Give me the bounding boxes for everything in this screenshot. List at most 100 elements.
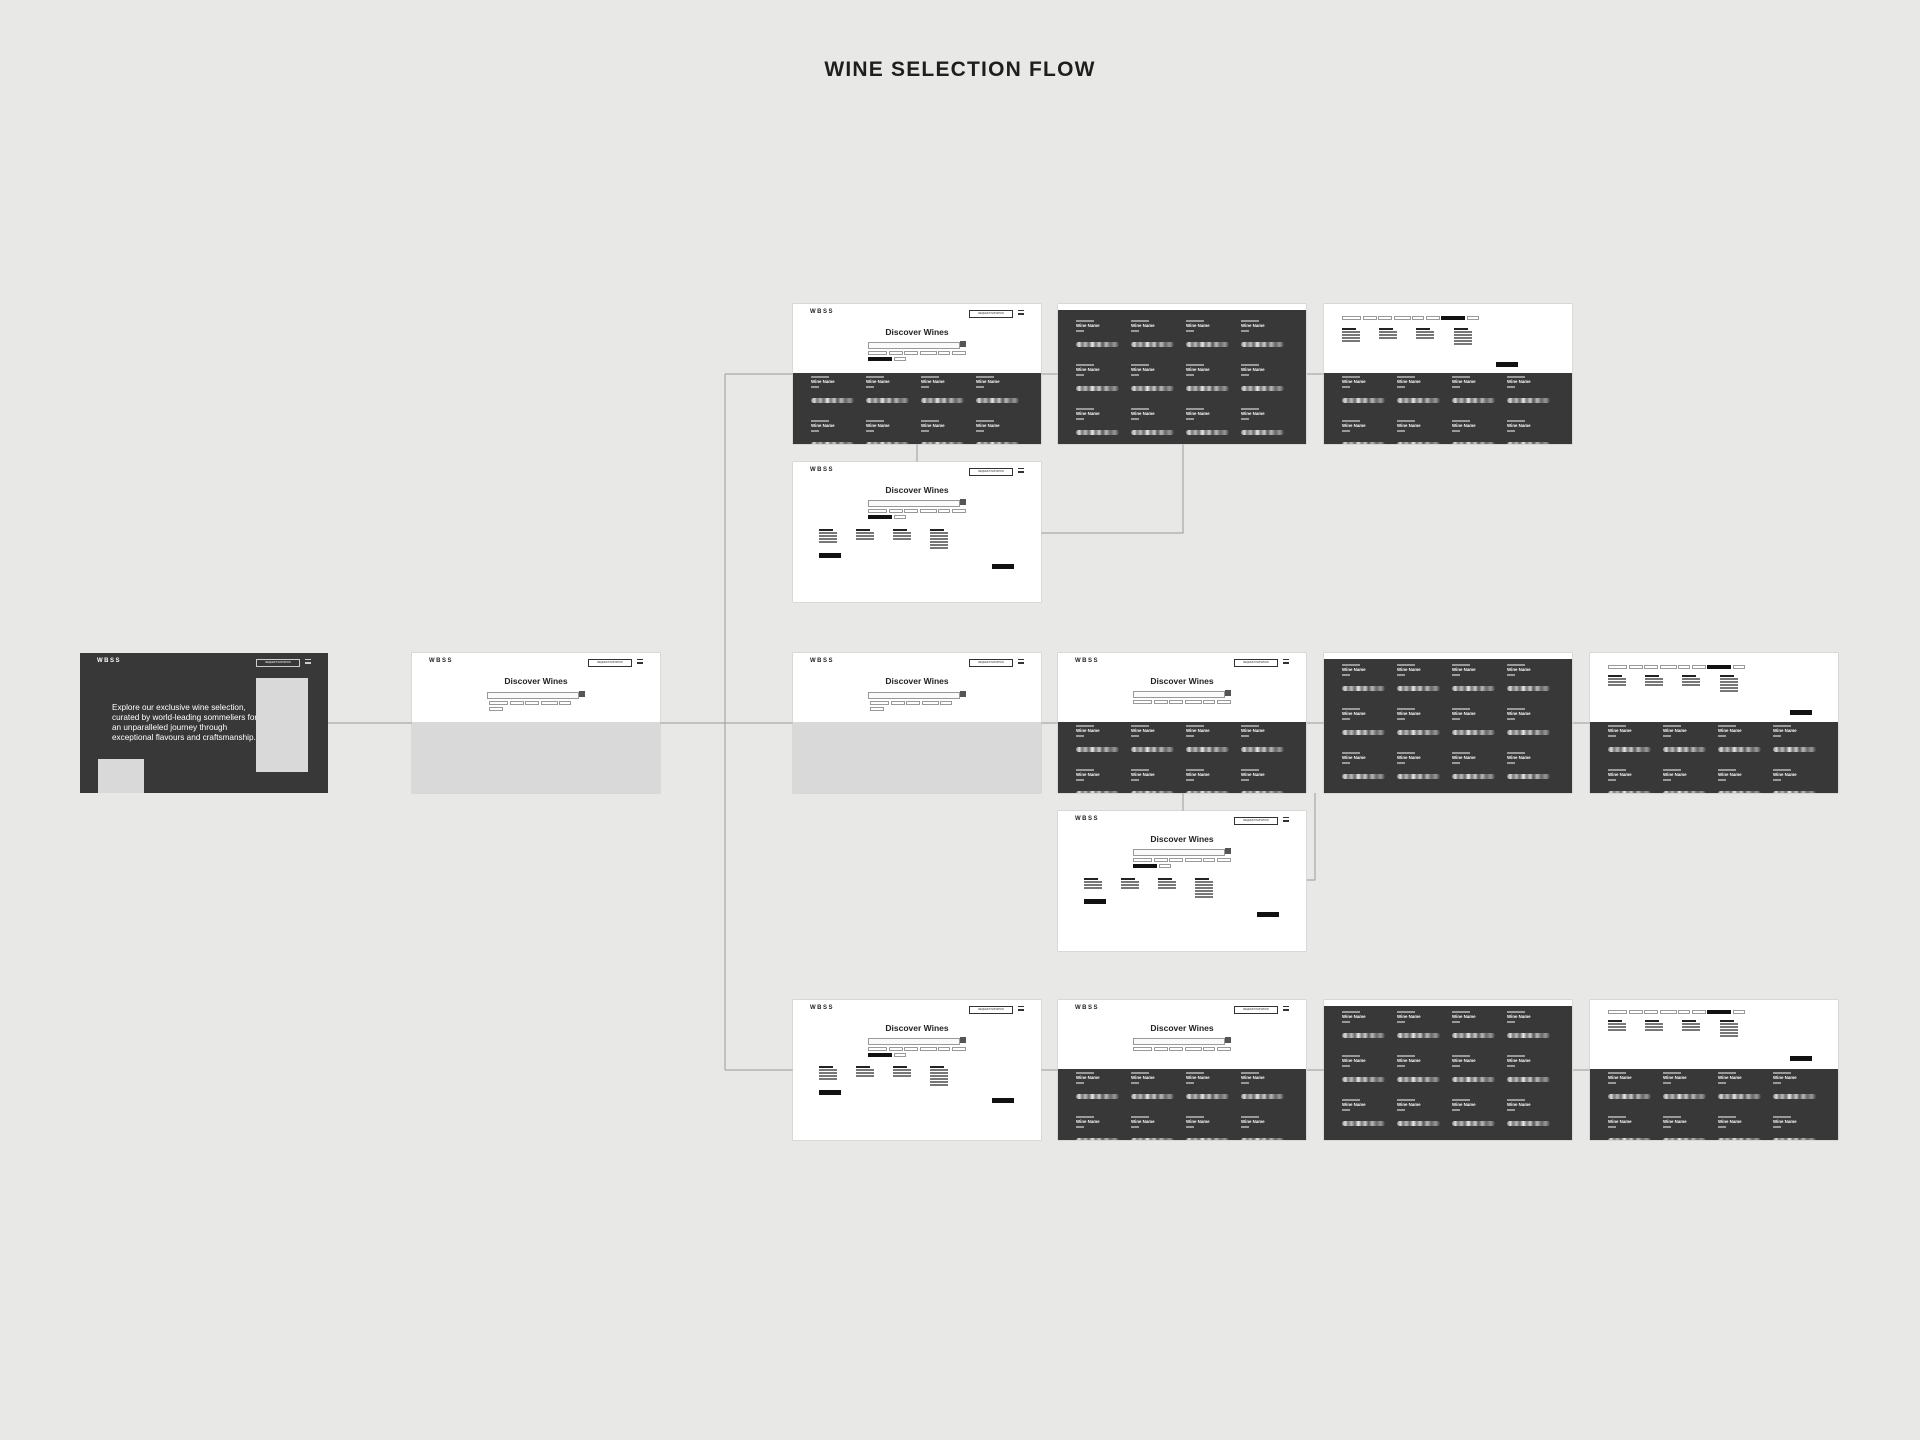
- apply-button[interactable]: [1496, 362, 1518, 367]
- wine-card[interactable]: Wine Name: [1773, 722, 1820, 766]
- filter-column[interactable]: [930, 529, 948, 549]
- filter-column[interactable]: [1195, 878, 1213, 898]
- filter-column[interactable]: [1416, 328, 1434, 339]
- wine-card[interactable]: Wine Name: [1507, 749, 1554, 793]
- wine-card[interactable]: Wine Name: [1342, 749, 1389, 793]
- wine-card[interactable]: Wine Name: [1397, 417, 1444, 444]
- wine-card[interactable]: Wine Name: [1342, 705, 1389, 749]
- search-icon[interactable]: [960, 499, 966, 505]
- wine-card[interactable]: Wine Name: [1241, 317, 1288, 361]
- wine-card[interactable]: Wine Name: [1718, 722, 1765, 766]
- search-input[interactable]: [868, 500, 960, 507]
- filter-chips[interactable]: [1608, 1010, 1828, 1014]
- filter-column[interactable]: [1121, 878, 1139, 889]
- wine-card[interactable]: Wine Name: [1076, 361, 1123, 405]
- sticky-filter-bar[interactable]: [1058, 304, 1306, 310]
- wine-card[interactable]: Wine Name: [1241, 722, 1288, 766]
- filter-column[interactable]: [1158, 878, 1176, 889]
- search-input[interactable]: [1133, 849, 1225, 856]
- menu-icon[interactable]: [1283, 659, 1289, 664]
- filter-column[interactable]: [893, 1066, 911, 1077]
- logo[interactable]: WBSS: [810, 1005, 834, 1011]
- search-icon[interactable]: [1225, 1037, 1231, 1043]
- request-invitation-button[interactable]: REQUEST INVITATION: [969, 1006, 1013, 1014]
- search-input[interactable]: [1133, 691, 1225, 698]
- apply-button[interactable]: [1257, 912, 1279, 917]
- wine-card[interactable]: Wine Name: [1342, 373, 1389, 417]
- wine-card[interactable]: Wine Name: [921, 417, 968, 444]
- wine-card[interactable]: Wine Name: [1663, 766, 1710, 793]
- wine-card[interactable]: Wine Name: [1507, 661, 1554, 705]
- wine-card[interactable]: Wine Name: [1186, 1069, 1233, 1113]
- filter-column[interactable]: [1084, 878, 1102, 889]
- wine-card[interactable]: Wine Name: [1076, 1113, 1123, 1140]
- wine-card[interactable]: Wine Name: [1131, 766, 1178, 793]
- apply-button[interactable]: [1790, 1056, 1812, 1061]
- wine-card[interactable]: Wine Name: [1342, 661, 1389, 705]
- logo[interactable]: WBSS: [810, 658, 834, 664]
- wine-card[interactable]: Wine Name: [921, 373, 968, 417]
- sticky-filter-bar[interactable]: [1324, 1000, 1572, 1006]
- menu-icon[interactable]: [1018, 1006, 1024, 1011]
- request-invitation-button[interactable]: REQUEST INVITATION: [256, 659, 300, 667]
- wine-card[interactable]: Wine Name: [1663, 722, 1710, 766]
- wine-card[interactable]: Wine Name: [1452, 1052, 1499, 1096]
- filter-chips[interactable]: [868, 1047, 968, 1057]
- wine-card[interactable]: Wine Name: [1186, 317, 1233, 361]
- clear-filters-button[interactable]: [819, 1090, 841, 1095]
- wine-card[interactable]: Wine Name: [1663, 1069, 1710, 1113]
- filter-column[interactable]: [819, 1066, 837, 1080]
- wine-card[interactable]: Wine Name: [1718, 1069, 1765, 1113]
- wine-card[interactable]: Wine Name: [1608, 722, 1655, 766]
- apply-button[interactable]: [1790, 710, 1812, 715]
- wine-card[interactable]: Wine Name: [976, 417, 1023, 444]
- wine-card[interactable]: Wine Name: [1397, 373, 1444, 417]
- filter-chips[interactable]: [489, 701, 584, 711]
- menu-icon[interactable]: [1283, 817, 1289, 822]
- wine-card[interactable]: Wine Name: [866, 373, 913, 417]
- menu-icon[interactable]: [305, 659, 311, 664]
- request-invitation-button[interactable]: REQUEST INVITATION: [969, 310, 1013, 318]
- wine-card[interactable]: Wine Name: [1507, 1052, 1554, 1096]
- search-icon[interactable]: [960, 341, 966, 347]
- wine-card[interactable]: Wine Name: [1507, 373, 1554, 417]
- request-invitation-button[interactable]: REQUEST INVITATION: [1234, 1006, 1278, 1014]
- wine-card[interactable]: Wine Name: [1452, 373, 1499, 417]
- request-invitation-button[interactable]: REQUEST INVITATION: [588, 659, 632, 667]
- filter-chips[interactable]: [1608, 665, 1828, 669]
- wine-card[interactable]: Wine Name: [1608, 1069, 1655, 1113]
- wine-card[interactable]: Wine Name: [1608, 1113, 1655, 1140]
- wine-card[interactable]: Wine Name: [1718, 766, 1765, 793]
- wine-card[interactable]: Wine Name: [866, 417, 913, 444]
- search-icon[interactable]: [1225, 848, 1231, 854]
- wine-card[interactable]: Wine Name: [1397, 1008, 1444, 1052]
- wine-card[interactable]: Wine Name: [1076, 317, 1123, 361]
- menu-icon[interactable]: [637, 659, 643, 664]
- apply-button[interactable]: [992, 1098, 1014, 1103]
- search-icon[interactable]: [1225, 690, 1231, 696]
- logo[interactable]: WBSS: [810, 309, 834, 315]
- request-invitation-button[interactable]: REQUEST INVITATION: [1234, 659, 1278, 667]
- wine-card[interactable]: Wine Name: [1241, 766, 1288, 793]
- wine-card[interactable]: Wine Name: [1076, 722, 1123, 766]
- filter-column[interactable]: [856, 529, 874, 540]
- filter-column[interactable]: [930, 1066, 948, 1086]
- logo[interactable]: WBSS: [1075, 816, 1099, 822]
- wine-card[interactable]: Wine Name: [1131, 361, 1178, 405]
- filter-chips[interactable]: [868, 509, 968, 519]
- wine-card[interactable]: Wine Name: [1342, 1008, 1389, 1052]
- wine-card[interactable]: Wine Name: [1507, 1008, 1554, 1052]
- wine-card[interactable]: Wine Name: [1397, 749, 1444, 793]
- wine-card[interactable]: Wine Name: [1397, 1052, 1444, 1096]
- filter-column[interactable]: [1720, 1020, 1738, 1037]
- clear-filters-button[interactable]: [819, 553, 841, 558]
- apply-button[interactable]: [992, 564, 1014, 569]
- wine-card[interactable]: Wine Name: [1342, 1096, 1389, 1140]
- logo[interactable]: WBSS: [97, 658, 121, 664]
- wine-card[interactable]: Wine Name: [1131, 1113, 1178, 1140]
- clear-filters-button[interactable]: [1084, 899, 1106, 904]
- wine-card[interactable]: Wine Name: [1342, 1052, 1389, 1096]
- wine-card[interactable]: Wine Name: [1608, 766, 1655, 793]
- menu-icon[interactable]: [1283, 1006, 1289, 1011]
- filter-chips[interactable]: [1133, 1047, 1233, 1051]
